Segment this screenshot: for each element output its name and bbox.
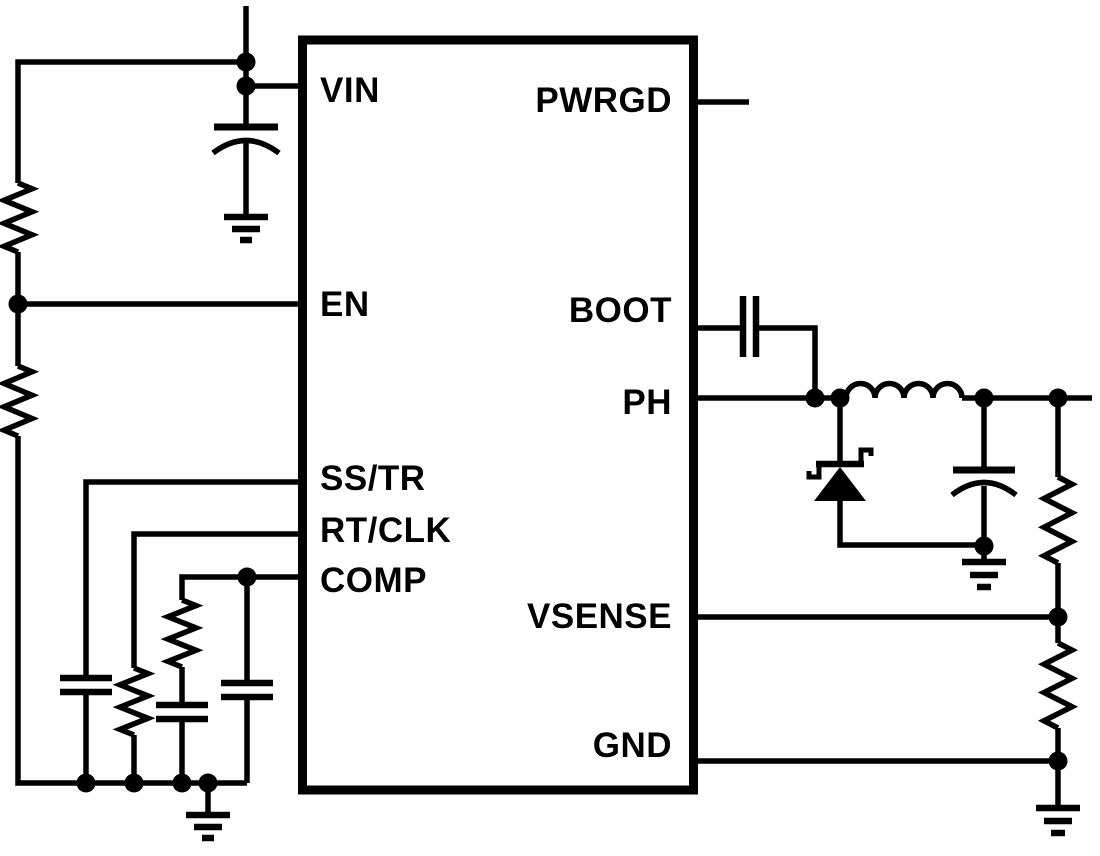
comp-pin-wire (179, 574, 302, 600)
comp-parallel-capacitor (221, 679, 273, 701)
pin-label-pwrgd: PWRGD (535, 81, 672, 120)
enable-divider-bottom-resistor (0, 363, 40, 439)
junction-dot (1048, 388, 1068, 408)
pin-label-vsense: VSENSE (527, 597, 672, 636)
pin-label-boot: BOOT (569, 291, 672, 330)
output-ground (962, 558, 1006, 591)
pin-labels: VIN EN SS/TR RT/CLK COMP PWRGD BOOT PH V… (320, 71, 672, 765)
junction-dot (236, 52, 256, 72)
junction-dot (830, 388, 850, 408)
junction-dot (172, 773, 192, 793)
en-divider-top-wire (15, 59, 246, 183)
output-inductor (843, 380, 965, 399)
input-ground (224, 213, 268, 244)
wires (15, 6, 1092, 813)
boot-capacitor (739, 296, 760, 357)
feedback-bottom-resistor (1037, 640, 1079, 731)
junction-dot (974, 388, 994, 408)
output-capacitor (950, 466, 1018, 498)
junction-dot (974, 536, 994, 556)
left-ground-rail (15, 436, 247, 786)
pin-label-ph: PH (622, 383, 672, 422)
enable-divider-top-resistor (0, 180, 40, 255)
junction-dot (76, 773, 96, 793)
pin-label-en: EN (320, 285, 370, 324)
junction-dot (236, 76, 256, 96)
diode-anode-wire (837, 500, 984, 548)
ic-body (298, 35, 698, 795)
input-capacitor (211, 123, 281, 156)
pin-label-vin: VIN (320, 71, 380, 110)
junction-dot (1048, 607, 1068, 627)
pin-label-ss-tr: SS/TR (320, 459, 426, 498)
soft-start-capacitor (60, 674, 112, 696)
junction-dot (198, 773, 218, 793)
catch-schottky-diode (806, 447, 874, 501)
boot-cap-to-ph-wire (757, 325, 818, 398)
comp-series-resistor (160, 597, 204, 670)
pin-label-gnd: GND (593, 726, 672, 765)
rt-clk-pin-wire (131, 531, 302, 668)
pin-label-comp: COMP (320, 561, 427, 600)
feedback-ground (1036, 804, 1080, 837)
junction-dot (1048, 751, 1068, 771)
junction-dot (8, 294, 28, 314)
junction-dots (8, 52, 1068, 793)
ss-tr-pin-wire (83, 479, 302, 676)
rt-clk-resistor (112, 665, 156, 738)
feedback-top-resistor (1037, 474, 1079, 566)
capacitors (60, 123, 1018, 723)
junction-dot (805, 388, 825, 408)
pin-label-rt-clk: RT/CLK (320, 511, 451, 550)
comp-ground (186, 811, 230, 842)
junction-dot (237, 567, 257, 587)
resistors (0, 180, 1079, 738)
junction-dot (124, 773, 144, 793)
comp-series-capacitor (156, 701, 208, 723)
